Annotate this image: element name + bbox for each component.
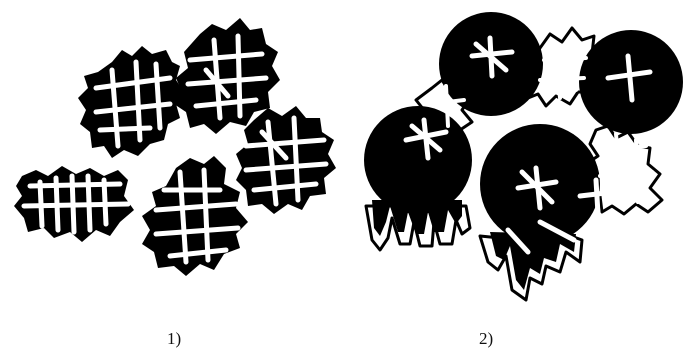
angular-particle bbox=[142, 156, 248, 276]
panel-1-label: 1) bbox=[167, 330, 181, 347]
angular-particle bbox=[14, 166, 134, 242]
panel-2-label: 2) bbox=[479, 330, 493, 347]
sphere-particle bbox=[364, 106, 472, 214]
panel-1 bbox=[14, 18, 336, 276]
panel-2 bbox=[364, 12, 683, 300]
angular-particle bbox=[78, 46, 184, 158]
angular-particle bbox=[236, 106, 336, 214]
